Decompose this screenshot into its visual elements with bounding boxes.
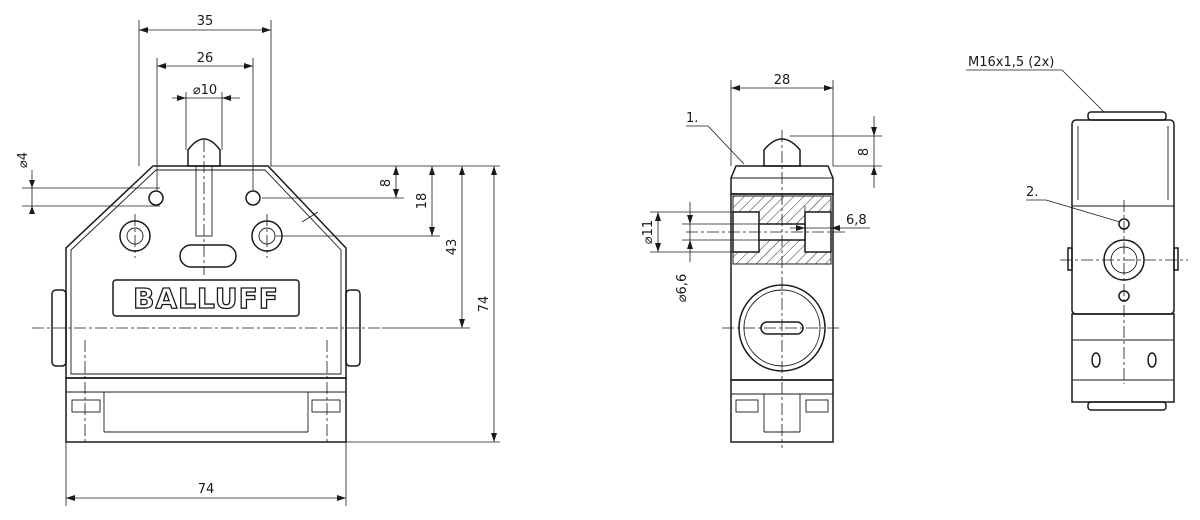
dim-68-arrow-left xyxy=(796,225,805,231)
front-base xyxy=(65,377,347,443)
dim-35-label: 35 xyxy=(197,14,214,29)
dim-d4-arrow-bottom xyxy=(29,206,35,214)
front-foot-slot-right xyxy=(311,399,341,413)
front-hole-left xyxy=(148,190,164,206)
dim-s8-arrow-bottom xyxy=(871,166,877,175)
front-plunger xyxy=(187,138,221,167)
rear-tab-right xyxy=(1173,247,1179,271)
dim-d66-label: ⌀6,6 xyxy=(675,274,690,303)
dim-74w-arrow-left xyxy=(66,495,75,501)
dim-74w-label: 74 xyxy=(198,482,215,497)
rear-base-slot-left xyxy=(1091,352,1101,368)
dim-s8-arrow-top xyxy=(871,127,877,136)
dim-d4-label: ⌀4 xyxy=(16,152,31,168)
rear-base-slot-right xyxy=(1147,352,1157,368)
dim-18-label: 18 xyxy=(415,193,430,210)
dim-26-label: 26 xyxy=(197,51,214,66)
dim-26-arrow-left xyxy=(157,63,166,69)
rear-callout-label: 2. xyxy=(1026,185,1038,200)
dim-d4-arrow-top xyxy=(29,180,35,188)
rear-tab-left xyxy=(1067,247,1073,271)
rear-thread-bottom xyxy=(1087,401,1167,411)
dim-d11-arrow-top xyxy=(655,212,661,221)
dim-28-label: 28 xyxy=(774,73,791,88)
dim-74h-label: 74 xyxy=(477,296,492,313)
side-callout-leader xyxy=(707,125,745,165)
front-slot xyxy=(179,244,237,268)
dim-43-arrow-top xyxy=(459,166,465,175)
dim-d11-label: ⌀11 xyxy=(641,220,656,244)
dim-43-arrow-bottom xyxy=(459,319,465,328)
dim-35-arrow-left xyxy=(139,27,148,33)
dim-d10-label: ⌀10 xyxy=(193,83,217,98)
side-base xyxy=(730,379,834,443)
brand-logo-text: BALLUFF xyxy=(133,282,279,315)
side-foot-right xyxy=(805,399,829,413)
dim-d11-arrow-bottom xyxy=(655,243,661,252)
dim-d66-arrow-bottom xyxy=(687,240,693,249)
dim-74w-arrow-right xyxy=(337,495,346,501)
front-boss-right xyxy=(345,289,361,367)
dim-d10-arrow-left xyxy=(177,95,186,101)
rear-thread-top xyxy=(1087,111,1167,121)
dim-f8-label: 8 xyxy=(379,179,394,187)
rear-thread-label: M16x1,5 (2x) xyxy=(968,55,1054,70)
front-hole-right xyxy=(245,190,261,206)
dim-74h-arrow-top xyxy=(491,166,497,175)
dim-68-arrow-right xyxy=(831,225,840,231)
dim-18-arrow-bottom xyxy=(429,227,435,236)
brand-plate xyxy=(112,279,300,317)
dim-68-label: 6,8 xyxy=(846,213,867,228)
side-view: 1. 28 8 ⌀11 ⌀6,6 6,8 xyxy=(641,73,882,448)
dim-35-arrow-right xyxy=(262,27,271,33)
dim-26-arrow-right xyxy=(244,63,253,69)
dim-f8-arrow-top xyxy=(393,166,399,175)
dim-d66-arrow-top xyxy=(687,215,693,224)
rear-body xyxy=(1071,119,1175,315)
side-plunger xyxy=(763,138,801,167)
rear-callout-leader xyxy=(1045,199,1121,223)
side-callout-label: 1. xyxy=(686,111,698,126)
front-boss-left xyxy=(51,289,67,367)
dim-18-arrow-top xyxy=(429,166,435,175)
rear-base xyxy=(1071,313,1175,403)
dim-f8-arrow-bottom xyxy=(393,189,399,198)
front-body-inner-outline xyxy=(70,169,342,375)
rear-view: M16x1,5 (2x) 2. xyxy=(966,55,1188,411)
dim-74h-arrow-bottom xyxy=(491,433,497,442)
dim-d10-arrow-right xyxy=(222,95,231,101)
front-foot-slot-left xyxy=(71,399,101,413)
dim-43-label: 43 xyxy=(445,239,460,256)
dim-s8-label: 8 xyxy=(857,148,872,156)
dim-28-arrow-left xyxy=(731,85,740,91)
front-chamfer-tick xyxy=(301,211,319,223)
side-foot-left xyxy=(735,399,759,413)
rear-thread-leader xyxy=(1061,69,1105,113)
dim-28-arrow-right xyxy=(824,85,833,91)
front-view: BALLUFF 35 26 ⌀10 xyxy=(16,14,500,506)
